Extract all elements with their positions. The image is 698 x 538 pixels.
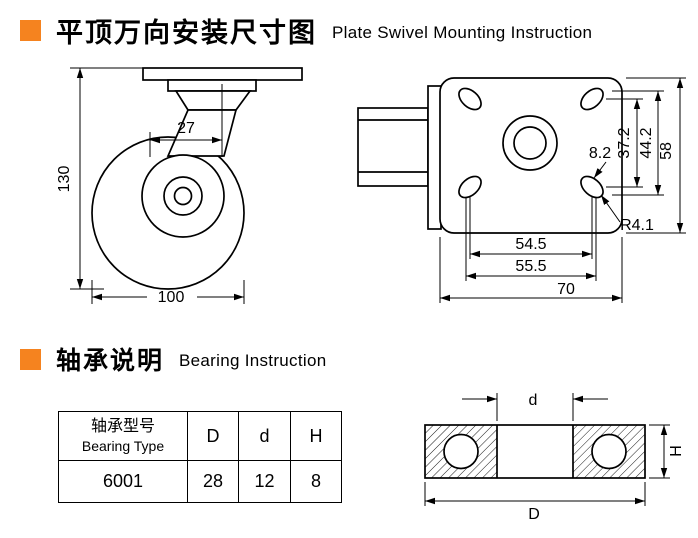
dim-hole-span-outer: 44.2 — [638, 127, 655, 158]
bolt-slot-bl — [458, 175, 482, 199]
dim-overall-height: 130 — [56, 166, 73, 193]
dim-swivel-offset: 27 — [177, 120, 195, 137]
plate-top-view: 37.2 44.2 58 8.2 R4.1 54.5 — [357, 77, 686, 303]
value-D: 28 — [187, 460, 239, 503]
dim-hole-pitch-outer: 55.5 — [515, 258, 546, 275]
top-plate — [142, 67, 303, 81]
bearing-spec-table: 轴承型号 Bearing Type D d H 6001 28 12 8 — [58, 411, 342, 503]
dim-outer-label: D — [528, 506, 540, 523]
orange-square-bullet-icon — [20, 20, 41, 41]
dim-slot-width: 8.2 — [589, 145, 611, 162]
ball-right — [591, 433, 627, 470]
ball-left — [443, 433, 479, 470]
hub-outer — [163, 176, 203, 216]
col-header-d: d — [238, 411, 291, 461]
mounting-title-zh: 平顶万向安装尺寸图 — [56, 18, 317, 48]
bearing-cross-section: d D H — [424, 392, 685, 523]
dim-wheel-diameter: 100 — [158, 289, 185, 306]
dim-hole-span-inner: 37.2 — [616, 127, 633, 158]
bearing-title-zh: 轴承说明 — [56, 347, 165, 375]
center-boss-outer — [502, 115, 558, 171]
dim-corner-radius: R4.1 — [620, 217, 654, 234]
bolt-slot-tr — [580, 87, 604, 111]
bearing-section-header: 轴承说明 Bearing Instruction — [20, 341, 326, 377]
value-H: 8 — [290, 460, 342, 503]
swivel-raceway — [167, 79, 257, 92]
value-d: 12 — [238, 460, 291, 503]
orange-square-bullet-icon — [20, 348, 41, 370]
col-header-H: H — [290, 411, 342, 461]
mounting-drawings: 130 27 100 — [56, 67, 686, 306]
bolt-slot-tl — [458, 87, 482, 111]
mounting-section-header: 平顶万向安装尺寸图 Plate Swivel Mounting Instruct… — [20, 11, 592, 50]
col-header-D: D — [187, 411, 239, 461]
bearing-type-value: 6001 — [58, 460, 188, 503]
axle-hole — [173, 186, 193, 206]
bearing-type-header-cell: 轴承型号 Bearing Type — [58, 411, 188, 461]
dim-bore-label: d — [529, 392, 538, 409]
caster-side-view: 130 27 100 — [56, 67, 303, 306]
plate-edge — [427, 85, 442, 230]
bearing-outline — [424, 424, 646, 479]
bearing-title-en: Bearing Instruction — [179, 351, 327, 370]
mounting-plate — [439, 77, 623, 234]
bearing-type-header-zh: 轴承型号 — [90, 418, 155, 435]
bearing-type-header-en: Bearing Type — [81, 438, 165, 454]
dim-plate-width: 70 — [557, 281, 575, 298]
dim-width-label: H — [668, 445, 685, 457]
center-boss-inner — [513, 126, 547, 160]
mounting-title-en: Plate Swivel Mounting Instruction — [332, 22, 593, 42]
dim-plate-depth: 58 — [658, 142, 675, 160]
swivel-head — [174, 90, 252, 111]
dim-hole-pitch: 54.5 — [515, 236, 546, 253]
